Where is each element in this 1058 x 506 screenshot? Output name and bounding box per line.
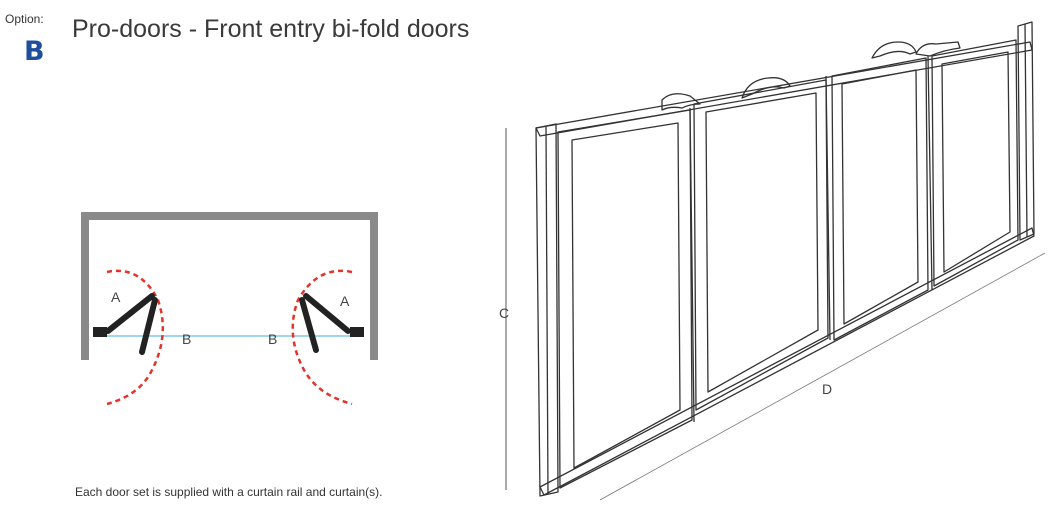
left-post [535,123,559,497]
width-dimension-line [599,252,1046,501]
door-panel-1 [557,109,693,489]
door-panel-2 [693,79,829,411]
top-rail [535,41,1033,137]
bottom-rail [539,227,1035,496]
right-post [1017,21,1035,241]
label-b-left: B [182,331,191,347]
door-panel-3 [831,57,929,341]
handle-2 [741,77,791,99]
label-b-right: B [268,331,277,347]
plan-walls [81,212,378,360]
option-label: Option: [5,12,44,26]
label-d: D [822,381,832,397]
option-letter: B [24,36,45,67]
label-a-left: A [111,289,121,305]
right-swing-arc [291,269,353,406]
page-title: Pro-doors - Front entry bi-fold doors [72,15,470,43]
footnote: Each door set is supplied with a curtain… [75,485,383,499]
handle-3 [871,41,917,59]
label-c: C [499,305,509,321]
handle-1 [661,93,701,111]
left-swing-arc [106,269,164,406]
left-door-leaves [93,293,158,355]
label-a-right: A [340,293,350,309]
right-door-leaves [299,293,364,353]
door-panel-4 [931,39,1019,287]
handle-4 [915,41,961,57]
